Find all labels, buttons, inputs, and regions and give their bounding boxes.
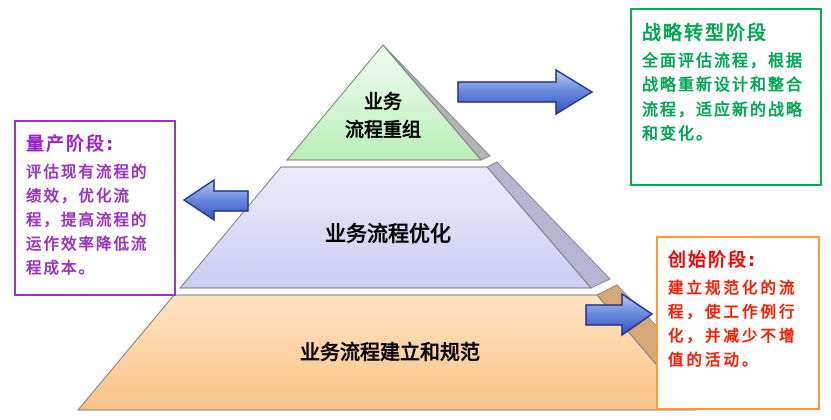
callout-mass-production-title: 量产阶段: [26,134,116,155]
pyramid-middle-label: 业务流程优化 [325,222,451,246]
callout-initial-body: 建立规范化的流程，使工作例行化，并减少不增值的活动。 [668,279,798,370]
callout-mass-production-body: 评估现有流程的绩效，优化流程，提高流程的运作效率降低流程成本。 [26,163,149,278]
block-arrow-right-top-icon [457,68,594,116]
block-arrow-left-middle-icon [182,178,249,222]
pyramid-top-label-line1: 业务 [363,91,402,113]
callout-strategic-title: 战略转型阶段 [642,22,769,44]
callout-strategic-stage: 战略转型阶段 全面评估流程，根据战略重新设计和整合流程，适应新的战略和变化。 [630,8,822,186]
pyramid-bottom-face [76,294,697,411]
callout-mass-production-stage: 量产阶段: 评估现有流程的绩效，优化流程，提高流程的运作效率降低流程成本。 [14,120,176,296]
callout-strategic-body: 全面评估流程，根据战略重新设计和整合流程，适应新的战略和变化。 [642,51,805,143]
callout-initial-title: 创始阶段: [668,250,758,271]
callout-initial-stage: 创始阶段: 建立规范化的流程，使工作例行化，并减少不增值的活动。 [656,236,820,410]
pyramid-top-face [285,44,483,161]
pyramid-bottom-label: 业务流程建立和规范 [300,340,480,364]
pyramid-top-label: 业务 流程重组 [303,88,463,144]
pyramid-top-label-line2: 流程重组 [344,119,421,141]
block-arrow-right-bottom-icon [585,292,654,337]
pyramid-middle-face [178,166,593,289]
